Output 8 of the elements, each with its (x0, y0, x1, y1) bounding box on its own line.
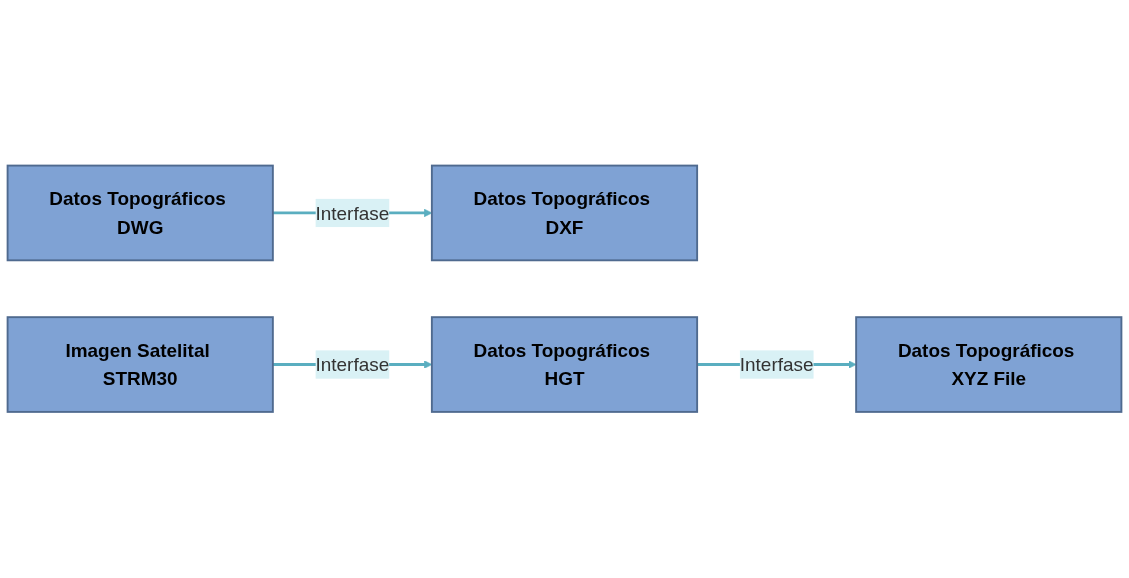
edge-label: Interfase (739, 354, 814, 376)
node-box: Imagen Satelital STRM30 (6, 316, 274, 414)
node-box: Datos Topográficos DXF (430, 164, 699, 262)
node-box: Datos Topográficos DWG (6, 164, 274, 262)
edge-label: Interfase (315, 202, 390, 224)
node-box: Datos Topográficos HGT (430, 316, 699, 414)
node-box: Datos Topográficos XYZ File (855, 316, 1123, 414)
edge-label: Interfase (315, 354, 390, 376)
